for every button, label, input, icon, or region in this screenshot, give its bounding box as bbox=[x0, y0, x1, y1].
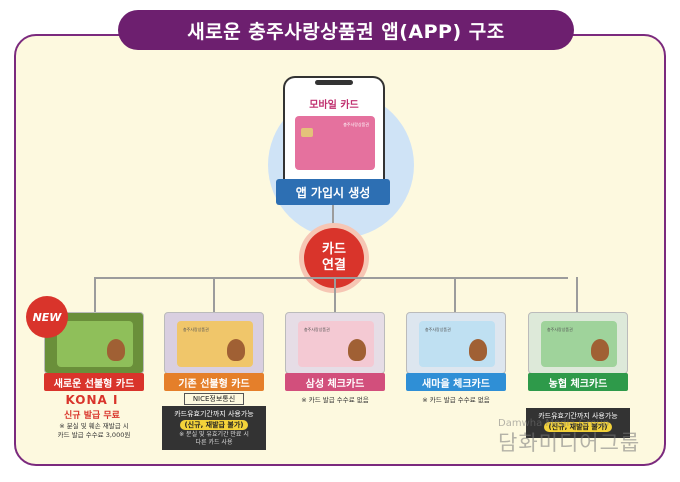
card-note: ※ 카드 발급 수수료 없음 bbox=[301, 396, 369, 404]
mobile-card-image: 충주사랑상품권 bbox=[295, 116, 375, 170]
new-badge: NEW bbox=[26, 296, 68, 338]
card-label-saemaul: 새마을 체크카드 bbox=[406, 373, 506, 391]
note-line: 카드 발급 수수료 3,000원 bbox=[57, 431, 131, 439]
validity-line: 카드유효기간까지 사용가능 bbox=[538, 412, 618, 420]
note-line: 다른 카드 사용 bbox=[195, 439, 233, 446]
branch-drop bbox=[334, 277, 336, 313]
mascot-icon bbox=[348, 339, 366, 361]
no-reissue-pill: (신규, 재발급 불가) bbox=[180, 420, 248, 430]
card-note: ※ 분실 및 훼손 재발급 시 카드 발급 수수료 3,000원 bbox=[44, 422, 144, 440]
card-face-text: 충주사랑상품권 bbox=[304, 327, 330, 332]
card-image-nonghyup: 충주사랑상품권 bbox=[528, 312, 628, 374]
mobile-card-text: 충주사랑상품권 bbox=[343, 122, 369, 127]
mascot-icon bbox=[469, 339, 487, 361]
mobile-card-label: 모바일 카드 bbox=[309, 100, 359, 111]
watermark-kr: 담화미디어그룹 bbox=[498, 431, 641, 455]
card-face: 충주사랑상품권 bbox=[419, 321, 495, 367]
konai-logo: KONA I bbox=[65, 393, 119, 407]
card-note: ※ 카드 발급 수수료 없음 bbox=[422, 396, 490, 404]
card-label-old-prepaid: 기존 선불형 카드 bbox=[164, 373, 264, 391]
note-line: ※ 분실 및 훼손 재발급 시 bbox=[59, 422, 129, 430]
branch-line bbox=[94, 277, 568, 279]
watermark-en: Damwha Media Group bbox=[498, 418, 610, 429]
branch-drop bbox=[94, 277, 96, 313]
mascot-icon bbox=[227, 339, 245, 361]
card-chip-icon bbox=[301, 128, 313, 137]
watermark: Damwha Media Group 담화미디어그룹 bbox=[498, 418, 640, 456]
hub-line-2: 연결 bbox=[322, 258, 346, 273]
validity-note-box: 카드유효기간까지 사용가능 (신규, 재발급 불가) bbox=[526, 408, 630, 438]
card-label-new-prepaid: 새로운 선불형 카드 bbox=[44, 373, 144, 391]
card-face-text: 충주사랑상품권 bbox=[425, 327, 451, 332]
card-label-samsung: 삼성 체크카드 bbox=[285, 373, 385, 391]
mascot-icon bbox=[591, 339, 609, 361]
card-image-saemaul: 충주사랑상품권 bbox=[406, 312, 506, 374]
connector-line bbox=[332, 205, 334, 233]
card-image-samsung: 충주사랑상품권 bbox=[285, 312, 385, 374]
card-face-text: 충주사랑상품권 bbox=[547, 327, 573, 332]
card-face: 충주사랑상품권 bbox=[177, 321, 253, 367]
phone-notch bbox=[315, 80, 353, 85]
card-image-old-prepaid: 충주사랑상품권 bbox=[164, 312, 264, 374]
app-signup-step: 앱 가입시 생성 bbox=[276, 179, 390, 205]
branch-drop bbox=[213, 277, 215, 313]
no-reissue-pill: (신규, 재발급 불가) bbox=[544, 422, 612, 432]
card-face: 충주사랑상품권 bbox=[541, 321, 617, 367]
page-title: 새로운 충주사랑상품권 앱(APP) 구조 bbox=[118, 10, 574, 50]
validity-note-box: 카드유효기간까지 사용가능 (신규, 재발급 불가) ※ 분실 및 유효기간 만… bbox=[162, 406, 266, 450]
card-face: 충주사랑상품권 bbox=[298, 321, 374, 367]
branch-drop bbox=[454, 277, 456, 313]
note-line: ※ 분실 및 유효기간 만료 시 bbox=[179, 431, 249, 438]
branch-drop bbox=[576, 277, 578, 313]
nice-logo: NICE정보통신 bbox=[184, 393, 244, 405]
card-label-nonghyup: 농협 체크카드 bbox=[528, 373, 628, 391]
free-issue-text: 신규 발급 무료 bbox=[64, 411, 120, 421]
mascot-icon bbox=[107, 339, 125, 361]
hub-line-1: 카드 bbox=[322, 242, 346, 257]
validity-line: 카드유효기간까지 사용가능 bbox=[174, 410, 254, 418]
card-face bbox=[57, 321, 133, 367]
card-face-text: 충주사랑상품권 bbox=[183, 327, 209, 332]
